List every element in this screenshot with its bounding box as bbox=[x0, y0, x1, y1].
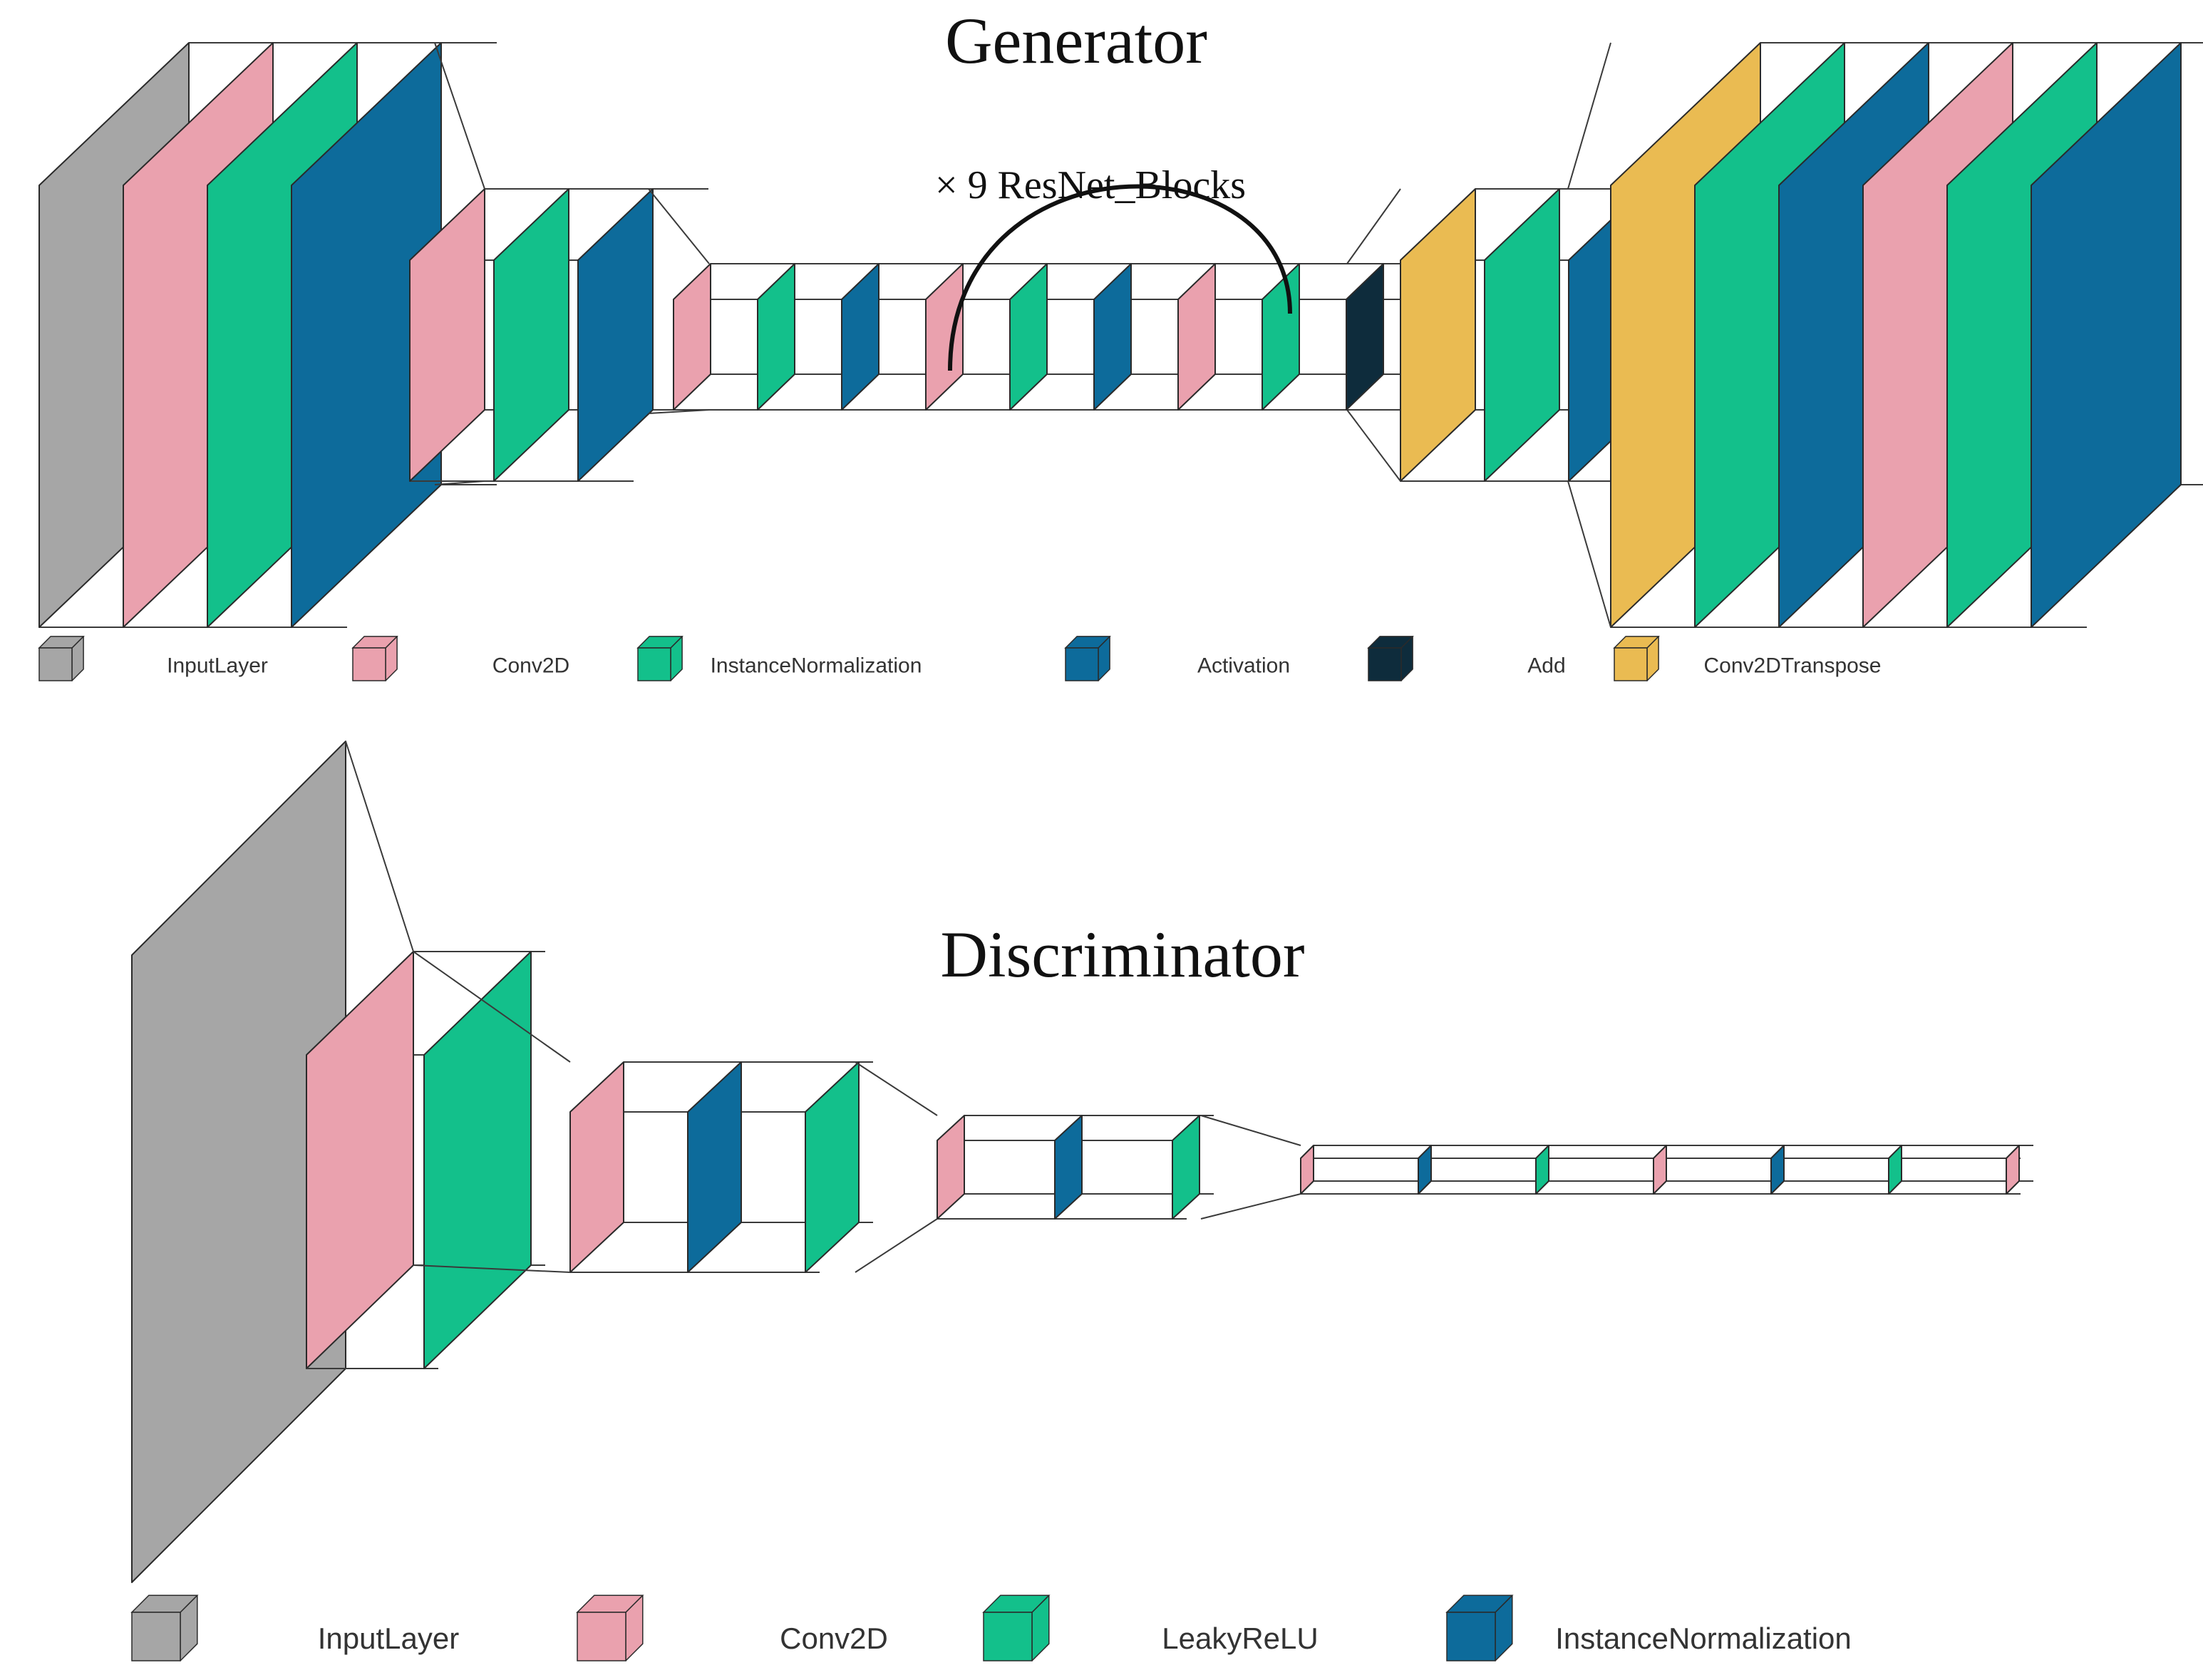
legend-item-conv2d-transpose: Conv2DTranspose bbox=[1613, 636, 1882, 681]
legend-label: Activation bbox=[1197, 654, 1290, 678]
legend-swatch-icon bbox=[576, 1594, 644, 1661]
gen-layer-instance-normalization bbox=[757, 263, 795, 411]
gen-layer-conv2d bbox=[925, 263, 964, 411]
legend-swatch-icon bbox=[130, 1594, 199, 1661]
gen-layer-activation bbox=[2031, 42, 2182, 628]
disc-layer-conv2d bbox=[569, 1061, 624, 1273]
gen-layer-activation bbox=[841, 263, 879, 411]
legend-label: InstanceNormalization bbox=[1555, 1622, 1852, 1655]
gen-layer-activation bbox=[577, 188, 654, 482]
disc-layer-instance-normalization bbox=[1770, 1145, 1785, 1195]
resblock-annotation: × 9 ResNet_Blocks bbox=[935, 163, 1246, 207]
legend-item-add: Add bbox=[1367, 636, 1566, 681]
disc-layer-conv2d bbox=[1300, 1145, 1314, 1195]
legend-item-instance-normalization: InstanceNormalization bbox=[636, 636, 922, 681]
gen-layer-instance-normalization bbox=[493, 188, 569, 482]
legend-swatch-icon bbox=[1613, 636, 1660, 681]
gen-layer-add bbox=[1346, 263, 1384, 411]
legend-swatch-icon bbox=[1445, 1594, 1514, 1661]
gen-layer-conv2d-transpose bbox=[1400, 188, 1476, 482]
legend-swatch-icon bbox=[982, 1594, 1051, 1661]
legend-label: Conv2DTranspose bbox=[1703, 654, 1881, 678]
disc-layer-leaky-re-lu bbox=[1535, 1145, 1549, 1195]
legend-item-input-layer: InputLayer bbox=[130, 1594, 459, 1661]
gen-layer-conv2d bbox=[1177, 263, 1216, 411]
legend-label: Conv2D bbox=[492, 654, 569, 678]
disc-layer-leaky-re-lu bbox=[1888, 1145, 1902, 1195]
legend-item-conv2d: Conv2D bbox=[351, 636, 569, 681]
discriminator-legend: InputLayer Conv2D LeakyReLU InstanceNormali… bbox=[130, 1594, 1852, 1661]
legend-label: InputLayer bbox=[167, 654, 268, 678]
legend-item-conv2d: Conv2D bbox=[576, 1594, 888, 1661]
disc-layer-conv2d bbox=[2006, 1145, 2020, 1195]
legend-label: Conv2D bbox=[780, 1622, 888, 1655]
legend-swatch-icon bbox=[1064, 636, 1111, 681]
legend-swatch-icon bbox=[351, 636, 398, 681]
disc-layer-instance-normalization bbox=[687, 1061, 742, 1273]
disc-layer-leaky-re-lu bbox=[1172, 1115, 1200, 1220]
gen-layer-conv2d bbox=[673, 263, 711, 411]
generator-diagram bbox=[38, 42, 2203, 628]
gen-layer-instance-normalization bbox=[1009, 263, 1048, 411]
legend-label: InputLayer bbox=[318, 1622, 459, 1655]
legend-swatch-icon bbox=[38, 636, 85, 681]
disc-layer-conv2d bbox=[937, 1115, 965, 1220]
resblock-arc bbox=[948, 184, 1292, 371]
legend-label: InstanceNormalization bbox=[711, 654, 922, 678]
disc-layer-instance-normalization bbox=[1054, 1115, 1083, 1220]
discriminator-title: Discriminator bbox=[941, 918, 1305, 991]
discriminator-diagram bbox=[131, 741, 2033, 1583]
legend-label: LeakyReLU bbox=[1162, 1622, 1318, 1655]
gen-layer-conv2d bbox=[409, 188, 485, 482]
legend-label: Add bbox=[1527, 654, 1565, 678]
disc-layer-instance-normalization bbox=[1418, 1145, 1432, 1195]
gen-layer-instance-normalization bbox=[1484, 188, 1560, 482]
disc-layer-conv2d bbox=[1653, 1145, 1667, 1195]
legend-item-activation: Activation bbox=[1064, 636, 1290, 681]
generator-title: Generator bbox=[945, 4, 1207, 77]
legend-item-instance-normalization: InstanceNormalization bbox=[1445, 1594, 1852, 1661]
legend-swatch-icon bbox=[1367, 636, 1414, 681]
gen-layer-activation bbox=[1093, 263, 1132, 411]
disc-layer-leaky-re-lu bbox=[805, 1061, 860, 1273]
legend-item-leaky-re-lu: LeakyReLU bbox=[982, 1594, 1319, 1661]
legend-swatch-icon bbox=[636, 636, 683, 681]
gen-layer-instance-normalization bbox=[1262, 263, 1300, 411]
generator-legend: InputLayer Conv2D InstanceNormalization Act… bbox=[38, 636, 1882, 681]
disc-layer-leaky-re-lu bbox=[423, 951, 532, 1369]
legend-item-input-layer: InputLayer bbox=[38, 636, 268, 681]
